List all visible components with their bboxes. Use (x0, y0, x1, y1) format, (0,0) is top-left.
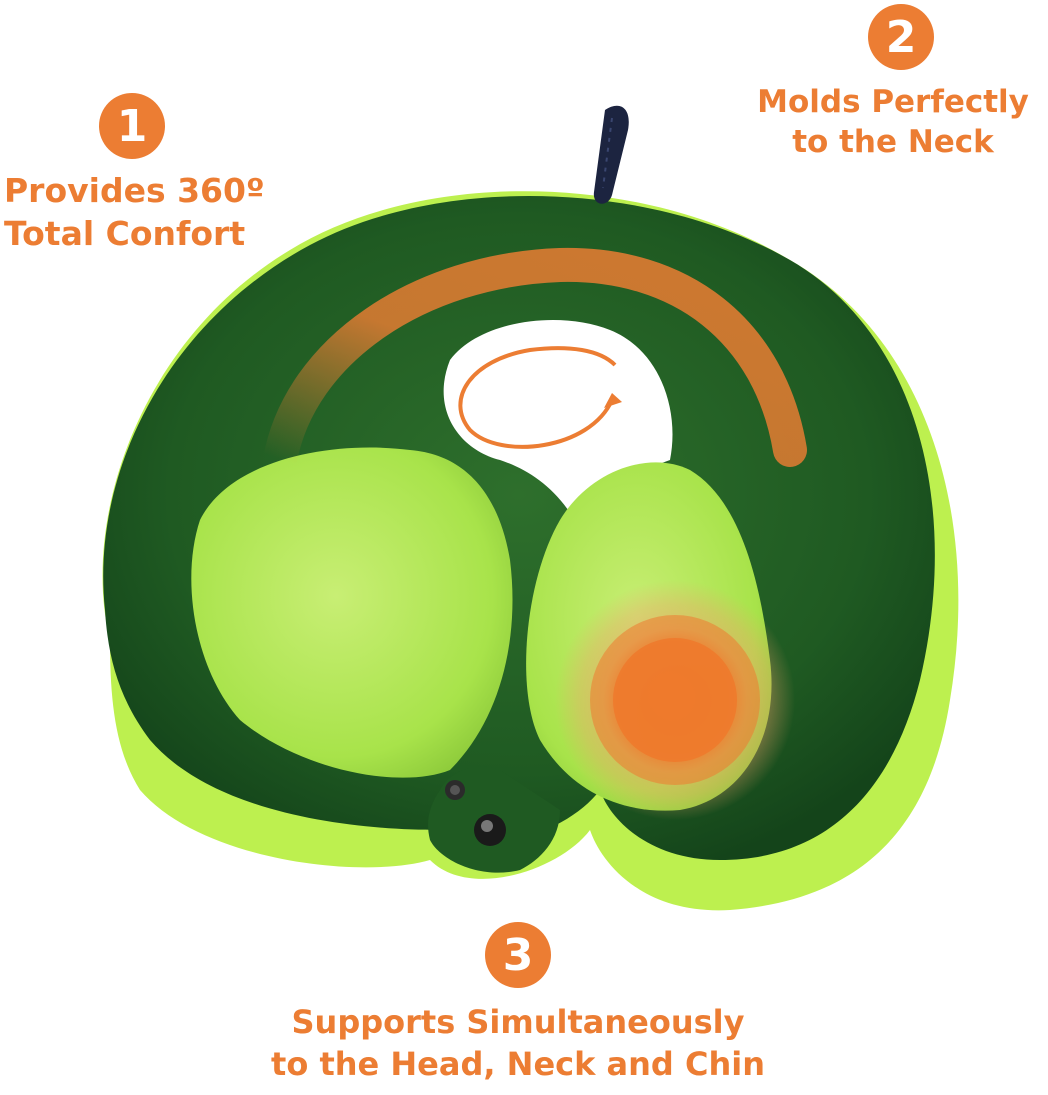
curved-stroke-icon (263, 247, 807, 477)
concentric-circles-icon (555, 580, 795, 820)
feature-3-line-2: to the Head, Neck and Chin (271, 1044, 765, 1083)
feature-1-line-2: Total Confort (4, 213, 246, 253)
feature-2-line-1: Molds Perfectly (757, 84, 1029, 120)
feature-1-text: Provides 360º Total Confort (4, 170, 265, 256)
feature-3-text: Supports Simultaneously to the Head, Nec… (218, 1002, 818, 1085)
snap-clasp (428, 766, 560, 873)
feature-1-badge: 1 (99, 93, 165, 159)
feature-2-badge: 2 (868, 4, 934, 70)
feature-1-line-1: Provides 360º (4, 171, 265, 210)
feature-3-line-1: Supports Simultaneously (291, 1003, 745, 1041)
left-inner-panel (191, 447, 513, 778)
feature-2-line-2: to the Neck (792, 124, 994, 161)
carry-strap (593, 105, 629, 204)
feature-2-text: Molds Perfectly to the Neck (740, 82, 1046, 163)
circular-arrow-icon (458, 346, 622, 449)
feature-3-badge: 3 (485, 922, 551, 988)
